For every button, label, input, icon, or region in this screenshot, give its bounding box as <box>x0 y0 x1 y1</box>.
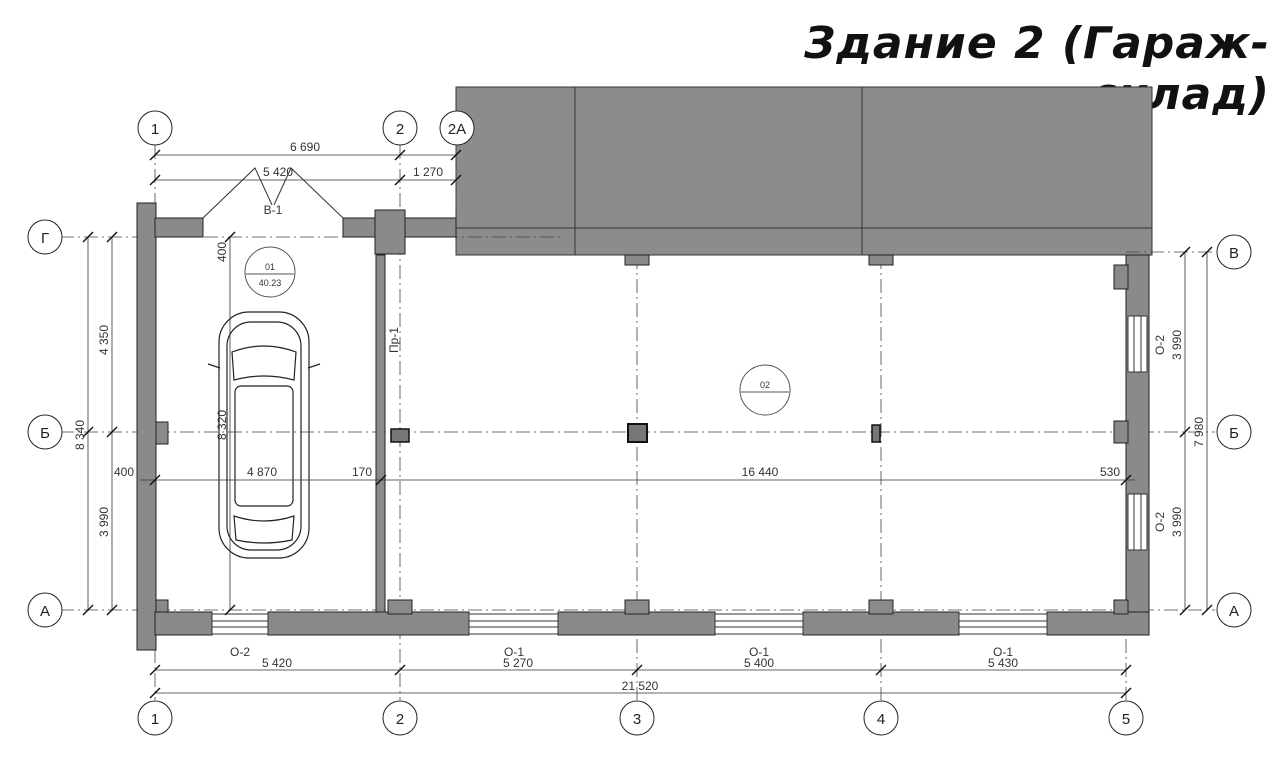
window-label-right-bottom: О-2 <box>1153 512 1167 532</box>
axis-label-a-right: А <box>1229 603 1239 620</box>
dim-bot-5420: 5 420 <box>262 656 292 670</box>
window-label-left-bottom: О-2 <box>230 645 250 659</box>
dim-left-4350: 4 350 <box>97 325 111 355</box>
page-title: Здание 2 (Гараж-склад) <box>804 18 1270 120</box>
axis-bubble-2-bottom <box>382 700 418 736</box>
gate-swing <box>202 167 344 219</box>
dim-right-3990-bot: 3 990 <box>1170 507 1184 537</box>
dim-inner-16440: 16 440 <box>742 465 779 479</box>
dim-top-1270: 1 270 <box>413 165 443 179</box>
dim-bot-5430: 5 430 <box>988 656 1018 670</box>
axis-bubble-2a-top <box>439 110 475 146</box>
axis-label-3-bottom: 3 <box>633 711 641 728</box>
axis-bubble-a-right <box>1216 592 1252 628</box>
car-icon <box>207 311 321 559</box>
dim-left-400b: 400 <box>215 242 229 262</box>
axis-bubble-v-right <box>1216 234 1252 270</box>
adjacent-building <box>455 86 1153 256</box>
axis-label-b-right: Б <box>1229 425 1239 442</box>
axis-bubble-a-left <box>27 592 63 628</box>
dim-left-8340: 8 340 <box>73 420 87 450</box>
dim-bot-5400: 5 400 <box>744 656 774 670</box>
room-2-number: 02 <box>760 380 770 390</box>
axis-bubble-2-top <box>382 110 418 146</box>
room-1-area: 40.23 <box>259 278 282 288</box>
dimension-lines <box>87 154 1208 694</box>
axis-bubble-b-left <box>27 414 63 450</box>
dim-top-total: 6 690 <box>290 140 320 154</box>
partition-label: Пр-1 <box>387 327 401 353</box>
axis-bubbles <box>27 110 1252 736</box>
axis-label-5-bottom: 5 <box>1122 711 1130 728</box>
dimension-ticks <box>82 149 1213 699</box>
axis-label-v-right: В <box>1229 245 1239 262</box>
axis-label-2-bottom: 2 <box>396 711 404 728</box>
axis-bubble-b-right <box>1216 414 1252 450</box>
dim-inner-530: 530 <box>1100 465 1120 479</box>
axis-label-2a-top: 2А <box>448 121 466 138</box>
axis-bubble-1-top <box>137 110 173 146</box>
axis-bubble-3-bottom <box>619 700 655 736</box>
dim-left-3990: 3 990 <box>97 507 111 537</box>
axis-label-2-top: 2 <box>396 121 404 138</box>
axis-label-b-left: Б <box>40 425 50 442</box>
window-label-bottom-1: О-1 <box>504 645 524 659</box>
gate-label: В-1 <box>264 203 283 217</box>
windows <box>211 315 1148 635</box>
axis-label-4-bottom: 4 <box>877 711 885 728</box>
axis-bubble-1-bottom <box>137 700 173 736</box>
axis-label-a-left: А <box>40 603 50 620</box>
window-label-bottom-3: О-1 <box>993 645 1013 659</box>
axis-label-1-bottom: 1 <box>151 711 159 728</box>
window-label-bottom-2: О-1 <box>749 645 769 659</box>
axis-bubble-g-left <box>27 219 63 255</box>
dim-right-7980: 7 980 <box>1192 417 1206 447</box>
columns <box>390 423 881 443</box>
dim-inner-170: 170 <box>352 465 372 479</box>
axis-bubble-5-bottom <box>1108 700 1144 736</box>
room-1-number: 01 <box>265 262 275 272</box>
dim-bot-total: 21 520 <box>622 679 659 693</box>
dim-top-5420: 5 420 <box>263 165 293 179</box>
dim-inner-4870: 4 870 <box>247 465 277 479</box>
axis-label-1-top: 1 <box>151 121 159 138</box>
dim-left-400: 400 <box>114 465 134 479</box>
dim-inner-8320: 8 320 <box>215 410 229 440</box>
axis-bubble-4-bottom <box>863 700 899 736</box>
room-markers <box>244 246 791 416</box>
window-label-right-top: О-2 <box>1153 335 1167 355</box>
dim-right-3990-top: 3 990 <box>1170 330 1184 360</box>
dim-bot-5270: 5 270 <box>503 656 533 670</box>
axis-label-g-left: Г <box>41 230 49 247</box>
